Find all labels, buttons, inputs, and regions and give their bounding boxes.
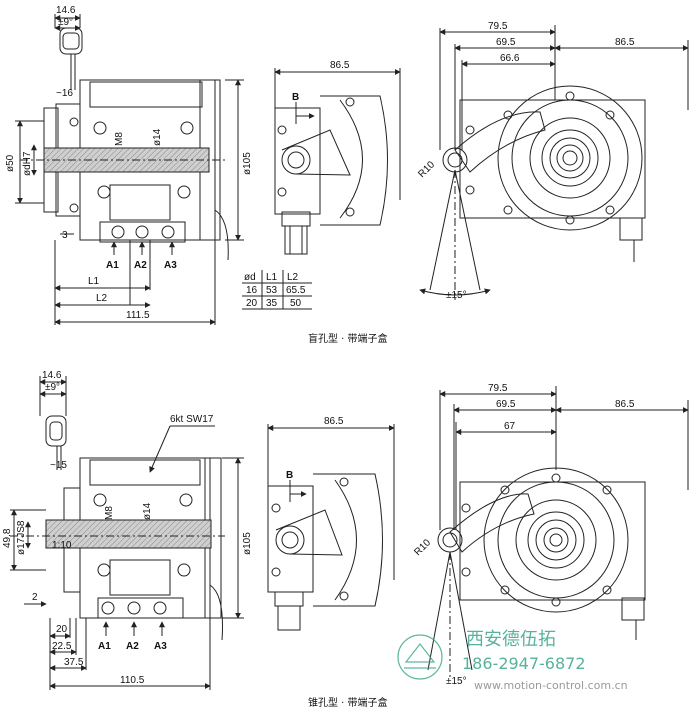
arrow-a3: A3 [164, 260, 177, 271]
dim-86-5-b: 86.5 [324, 416, 344, 427]
dim-r10: R10 [416, 159, 437, 180]
bottom-front-view [267, 424, 395, 631]
dim-d17js8: ø17JS8 [16, 520, 27, 555]
dim-86-5-right: 86.5 [615, 37, 635, 48]
table-cell: 65.5 [286, 285, 306, 296]
table-header-l1: L1 [266, 272, 278, 283]
dim-14-6-b: 14.6 [42, 370, 62, 381]
dim-m8-b: M8 [104, 506, 115, 520]
dim-m8: M8 [114, 132, 125, 146]
dim-angle: ±9° [58, 17, 73, 28]
watermark: 西安德伍拓 186-2947-6872 www.motion-control.c… [397, 629, 628, 692]
top-front-view [274, 68, 401, 255]
top-side-view [15, 14, 244, 325]
arrow-a3-b: A3 [154, 641, 167, 652]
dim-86-5-right-b: 86.5 [615, 399, 635, 410]
tapered-shaft-section [45, 519, 212, 549]
table-cell: 20 [246, 298, 258, 309]
dim-angle-15-b: ±15° [446, 676, 467, 687]
flange-outer [497, 85, 643, 231]
dim-d105-b: ø105 [242, 532, 253, 555]
dim-37-5: 37.5 [64, 657, 84, 668]
section-b: B [292, 92, 299, 103]
dim-79-5: 79.5 [488, 21, 508, 32]
arrow-a1: A1 [106, 260, 119, 271]
dim-86-5: 86.5 [330, 60, 350, 71]
dim-22-5: 22.5 [52, 641, 72, 652]
dim-2: 2 [32, 592, 38, 603]
dim-d14: ø14 [152, 128, 163, 146]
caption-tapered-hollow: 锥孔型 · 带端子盒 [308, 696, 388, 709]
dim-66-6: 66.6 [500, 53, 520, 64]
dim-l1: L1 [88, 276, 100, 287]
dim-20: 20 [56, 624, 68, 635]
dim-69-5: 69.5 [496, 37, 516, 48]
dim-16: ~16 [56, 88, 73, 99]
table-cell: 50 [290, 298, 302, 309]
dim-49-8: 49.8 [2, 528, 13, 548]
dim-d105: ø105 [242, 152, 253, 175]
caption-blind-hollow: 盲孔型 · 带端子盒 [308, 332, 388, 345]
watermark-logo-icon [397, 634, 443, 680]
arrow-a2: A2 [134, 260, 147, 271]
table-cell: 35 [266, 298, 278, 309]
arrow-a1-b: A1 [98, 641, 111, 652]
watermark-url: www.motion-control.com.cn [474, 679, 628, 692]
watermark-phone: 186-2947-6872 [462, 654, 586, 673]
table-header-d: ød [244, 272, 256, 283]
dim-15: ~15 [50, 460, 67, 471]
dim-14-6: 14.6 [56, 5, 76, 16]
dim-taper: 1:10 [52, 540, 72, 551]
dim-angle-b: ±9° [45, 382, 60, 393]
dim-sw17: 6kt SW17 [170, 414, 214, 425]
bottom-rear-view [427, 386, 689, 680]
bottom-side-view [10, 376, 244, 690]
dim-79-5-b: 79.5 [488, 383, 508, 394]
dim-d50: ø50 [5, 154, 16, 172]
bore-table [242, 270, 312, 310]
top-labels: 14.6 ±9° ~16 ø50 ødH7 M8 ø14 ø105 3 L1 L… [5, 5, 635, 345]
watermark-name: 西安德伍拓 [466, 629, 556, 650]
dim-dh7: ødH7 [22, 151, 33, 176]
table-cell: 53 [266, 285, 278, 296]
table-header-l2: L2 [287, 272, 299, 283]
top-rear-view [419, 25, 689, 300]
dim-angle-15: ±15° [446, 290, 467, 301]
arrow-a2-b: A2 [126, 641, 139, 652]
dim-110-5: 110.5 [120, 675, 145, 686]
dim-r10-b: R10 [412, 537, 433, 558]
dim-3: 3 [62, 230, 68, 241]
dim-67: 67 [504, 421, 516, 432]
dim-l2: L2 [96, 293, 108, 304]
dim-69-5-b: 69.5 [496, 399, 516, 410]
section-b-b: B [286, 470, 293, 481]
dim-d14-b: ø14 [142, 502, 153, 520]
dim-111-5: 111.5 [126, 310, 150, 321]
table-cell: 16 [246, 285, 258, 296]
